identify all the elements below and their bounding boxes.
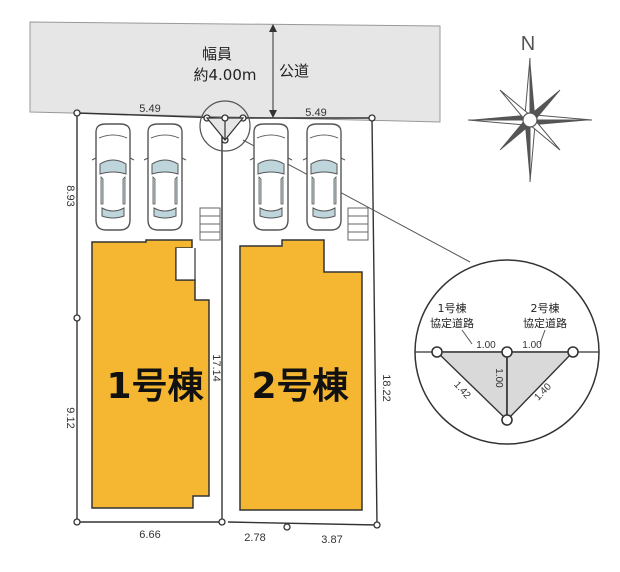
parking-car-3 <box>249 123 293 231</box>
compass: N <box>467 33 593 183</box>
road <box>29 21 441 123</box>
road-arrow-up-icon <box>269 24 277 32</box>
building-1-porch <box>175 248 196 281</box>
parking-car-4 <box>302 123 346 231</box>
dim-center-divider: 17.14 <box>210 354 222 382</box>
building-2 <box>239 239 363 511</box>
road-width-value: 約4.00m <box>193 66 256 84</box>
detail-dim-top-right: 1.00 <box>522 340 542 351</box>
compass-label: N <box>521 33 535 55</box>
parking-car-1 <box>91 123 135 231</box>
road-type-label: 公道 <box>279 62 309 80</box>
dim-left-lower: 9.12 <box>64 407 76 428</box>
dim-left-upper: 8.93 <box>64 185 76 206</box>
detail-dim-center: 1.00 <box>493 368 504 388</box>
dim-rear-lot1: 6.66 <box>139 529 160 541</box>
road-width-label: 幅員 <box>202 45 232 63</box>
detail-lot1-label: 1号棟 <box>438 301 467 315</box>
road-arrow-down-icon <box>269 110 277 118</box>
building-2-label: 2号棟 <box>251 366 349 407</box>
corner-center-point <box>221 114 229 122</box>
detail-dim-top-left: 1.00 <box>476 340 496 351</box>
detail-lot2-road: 協定道路 <box>523 316 567 330</box>
detail-lot1-road: 協定道路 <box>430 316 474 330</box>
building-1-label: 1号棟 <box>106 366 204 407</box>
parking-car-2 <box>143 123 187 231</box>
steps-lot1 <box>199 207 221 241</box>
dim-right-side: 18.22 <box>380 374 392 402</box>
dim-rear-lot2-left: 2.78 <box>244 532 265 544</box>
compass-rose-icon <box>467 57 593 183</box>
detail-enlargement: 1号棟 協定道路 2号棟 協定道路 1.00 1.00 1.00 1.42 1.… <box>414 259 600 445</box>
detail-lot2-label: 2号棟 <box>531 301 560 315</box>
corner-detail-marker <box>199 100 251 152</box>
dim-front-lot2: 5.49 <box>305 107 326 119</box>
dim-front-lot1: 5.49 <box>139 103 160 115</box>
dim-rear-lot2-right: 3.87 <box>321 534 342 546</box>
steps-lot2 <box>347 207 369 241</box>
